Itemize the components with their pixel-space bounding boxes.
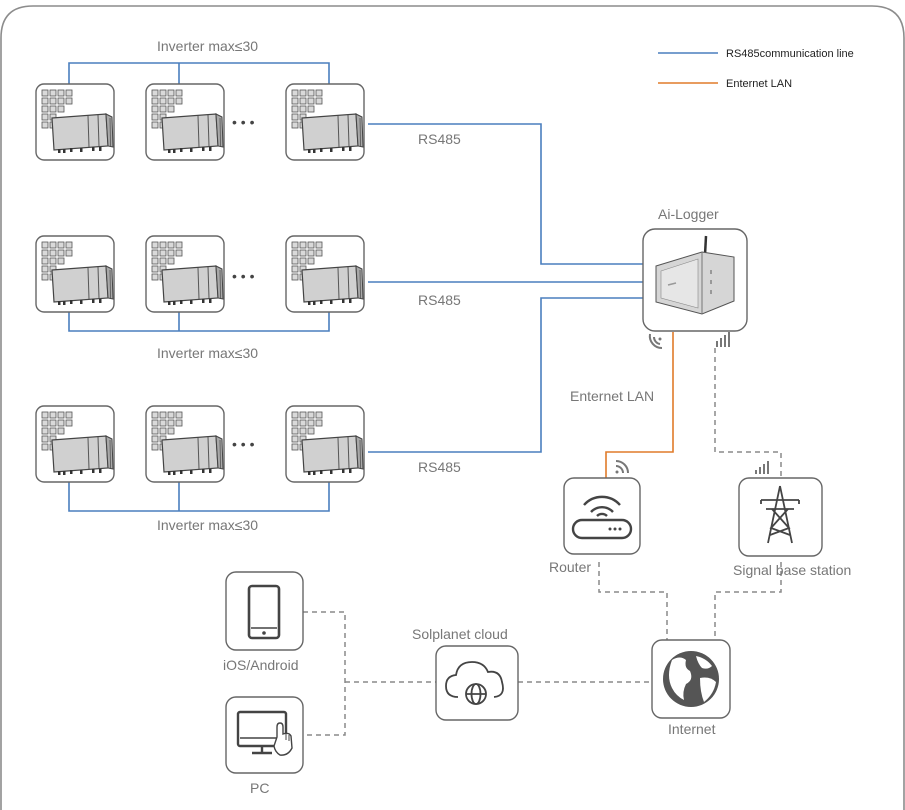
inverter-icon — [35, 235, 115, 313]
inverter-icon — [35, 83, 115, 161]
inverter-icon — [35, 405, 115, 483]
cloud-globe-icon — [445, 661, 504, 705]
datalogger-icon — [655, 235, 735, 315]
lan-link-label: Enternet LAN — [570, 388, 654, 404]
touch-hand-icon — [273, 722, 293, 756]
inverter-icon — [145, 83, 225, 161]
inverter-max-label: Inverter max≤30 — [157, 517, 258, 533]
inverter-icon — [145, 235, 225, 313]
internet: Internet — [651, 639, 731, 737]
diagram-frame — [0, 5, 905, 810]
mobile-label: iOS/Android — [223, 657, 298, 673]
inverter-icon — [285, 405, 365, 483]
legend: RS485communication line Enternet LAN — [658, 48, 854, 90]
solplanet-cloud: Solplanet cloud — [412, 626, 519, 721]
inverter-max-label: Inverter max≤30 — [157, 38, 258, 54]
network-dashed-lines — [303, 348, 782, 736]
router-label: Router — [549, 559, 591, 575]
inverter-max-label: Inverter max≤30 — [157, 345, 258, 361]
internet-label: Internet — [668, 721, 716, 737]
legend-lan-label: Enternet LAN — [726, 78, 792, 90]
wifi-signal-icon — [648, 333, 663, 350]
router: Router — [549, 460, 641, 575]
rs485-label: RS485 — [418, 292, 461, 308]
cloud-box — [435, 645, 519, 721]
ellipsis: • • • — [232, 114, 255, 130]
router-box — [563, 477, 641, 555]
cloud-label: Solplanet cloud — [412, 626, 508, 642]
inverter-icon — [285, 83, 365, 161]
ellipsis: • • • — [232, 436, 255, 452]
mobile-device: iOS/Android — [223, 571, 304, 673]
inverter-icon — [285, 235, 365, 313]
rs485-label: RS485 — [418, 459, 461, 475]
monitor-icon — [236, 710, 288, 755]
inverter-icon — [145, 405, 225, 483]
cellular-signal-icon — [716, 332, 730, 347]
signal-base-station: Signal base station — [733, 461, 851, 578]
inverter-group-2: Inverter max≤30 • • • RS485 — [35, 235, 461, 361]
pc-label: PC — [250, 780, 269, 796]
wifi-signal-icon — [615, 460, 629, 474]
cell-tower-icon — [760, 485, 800, 544]
cellular-signal-icon — [755, 461, 769, 474]
rs485-label: RS485 — [418, 131, 461, 147]
inverter-group-3: Inverter max≤30 • • • RS485 — [35, 405, 461, 533]
base-station-label: Signal base station — [733, 562, 851, 578]
mobile-box — [225, 571, 304, 651]
ai-logger-label: Ai-Logger — [658, 206, 719, 222]
tablet-icon — [247, 584, 281, 640]
legend-rs485-label: RS485communication line — [726, 48, 854, 60]
router-icon — [571, 495, 633, 540]
ai-logger: Ai-Logger Enternet LAN — [570, 206, 748, 404]
pc-device: PC — [225, 696, 304, 796]
globe-icon — [663, 651, 719, 707]
lan-line — [605, 332, 674, 478]
ellipsis: • • • — [232, 268, 255, 284]
inverter-group-1: Inverter max≤30 • • • RS485 — [35, 38, 461, 161]
